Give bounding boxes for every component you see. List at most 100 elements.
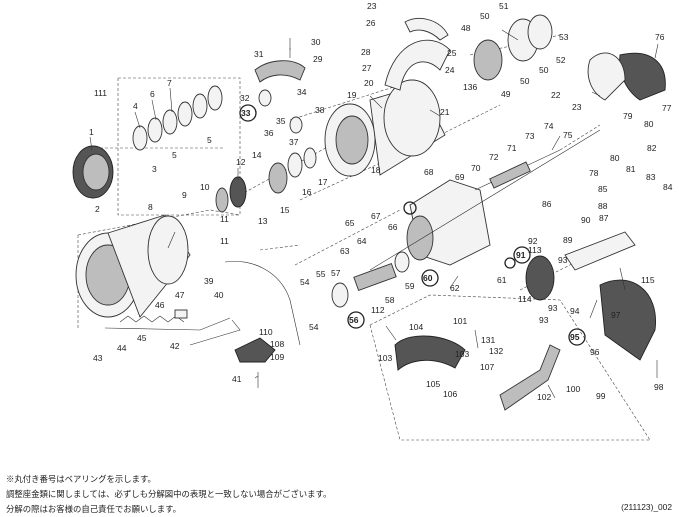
part-label: 22 [551, 90, 561, 100]
part-label: 131 [481, 335, 495, 345]
part-label: 24 [445, 65, 455, 75]
part-label: 101 [453, 316, 467, 326]
part-label: 17 [318, 177, 328, 187]
part-label: 106 [443, 389, 457, 399]
part-label: 34 [297, 87, 307, 97]
part-label: 84 [663, 182, 673, 192]
part-label: 57 [331, 268, 341, 278]
part-label: 30 [311, 37, 321, 47]
part-label: 76 [655, 32, 665, 42]
part-label: 1 [89, 127, 94, 137]
part-label: 42 [170, 341, 180, 351]
part-label: 109 [270, 352, 284, 362]
part-label: 21 [440, 107, 450, 117]
part-label: 31 [254, 49, 264, 59]
part-label: 8 [148, 202, 153, 212]
part-label: 112 [371, 305, 385, 315]
part-label: 73 [525, 131, 535, 141]
part-label: 77 [662, 103, 672, 113]
part-label: 9 [182, 190, 187, 200]
part-label: 11 [220, 214, 229, 224]
part-label: 115 [641, 275, 655, 285]
part-label: 36 [264, 128, 274, 138]
part-label: 132 [489, 346, 503, 356]
part-label: 6 [150, 89, 155, 99]
exploded-parts-diagram: 1 2 3 4 5 5 6 7 8 9 10 11 11 12 13 14 15… [72, 1, 673, 441]
part-label: 38 [315, 105, 325, 115]
part-label: 97 [611, 310, 621, 320]
part-label: 20 [364, 78, 374, 88]
part-label: 2 [95, 204, 100, 214]
part-label: 94 [570, 306, 580, 316]
part-label-bearing: 33 [241, 108, 251, 118]
part-label: 86 [542, 199, 552, 209]
part-label: 50 [539, 65, 549, 75]
part-label: 54 [300, 277, 310, 287]
part-label: 96 [590, 347, 600, 357]
part-label: 68 [424, 167, 434, 177]
part-label: 15 [280, 205, 290, 215]
part-label: 72 [489, 152, 499, 162]
note-washer-disclaimer: 調整座金類に関しましては、必ずしも分解図中の表現と一致しない場合がございます。 [6, 489, 332, 499]
part-label-bearing: 91 [516, 250, 526, 260]
part-label: 10 [200, 182, 210, 192]
part-label-bearing: 95 [570, 332, 580, 342]
part-label: 80 [610, 153, 620, 163]
part-label: 54 [309, 322, 319, 332]
part-label: 65 [345, 218, 355, 228]
part-label-bearing: 60 [423, 273, 433, 283]
part-label: 41 [232, 374, 242, 384]
part-label: 48 [461, 23, 471, 33]
part-label: 39 [204, 276, 214, 286]
part-label: 93 [539, 315, 549, 325]
part-label: 104 [409, 322, 423, 332]
part-label: 26 [366, 18, 376, 28]
part-label: 79 [623, 111, 633, 121]
part-label: 61 [497, 275, 507, 285]
part-label: 52 [556, 55, 566, 65]
part-label: 40 [214, 290, 224, 300]
part-label: 27 [362, 63, 372, 73]
part-label: 59 [405, 281, 415, 291]
part-label: 64 [357, 236, 367, 246]
part-label: 18 [371, 165, 381, 175]
part-label: 62 [450, 283, 460, 293]
part-label: 89 [563, 235, 573, 245]
part-label: 25 [447, 48, 457, 58]
part-label: 58 [385, 295, 395, 305]
part-label: 136 [463, 82, 477, 92]
part-label: 46 [155, 300, 165, 310]
part-label: 14 [252, 150, 262, 160]
part-label: 103 [378, 353, 392, 363]
part-label: 102 [537, 392, 551, 402]
part-label: 7 [167, 78, 172, 88]
part-label: 93 [548, 303, 558, 313]
part-label: 19 [347, 90, 357, 100]
leader-lines [89, 29, 659, 399]
note-disassembly-responsibility: 分解の際はお客様の自己責任でお願いします。 [6, 504, 182, 514]
part-label: 110 [259, 327, 273, 337]
part-label: 78 [589, 168, 599, 178]
part-label: 63 [340, 246, 350, 256]
part-label: 100 [566, 384, 580, 394]
part-label: 98 [654, 382, 664, 392]
part-label: 81 [626, 164, 636, 174]
part-label: 4 [133, 101, 138, 111]
part-label: 29 [313, 54, 323, 64]
part-label: 5 [207, 135, 212, 145]
part-label: 69 [455, 172, 465, 182]
part-label: 55 [316, 269, 326, 279]
part-label: 23 [367, 1, 377, 11]
part-label: 13 [258, 216, 268, 226]
part-label: 35 [276, 116, 286, 126]
part-label: 113 [528, 245, 542, 255]
part-label: 111 [94, 88, 107, 98]
note-bearing-legend: ※丸付き番号はベアリングを示します。 [6, 474, 156, 484]
part-label: 70 [471, 163, 481, 173]
part-label: 50 [520, 76, 530, 86]
part-label: 108 [270, 339, 284, 349]
part-label: 47 [175, 290, 185, 300]
part-label: 32 [240, 93, 250, 103]
part-label: 44 [117, 343, 127, 353]
part-label: 93 [558, 255, 568, 265]
